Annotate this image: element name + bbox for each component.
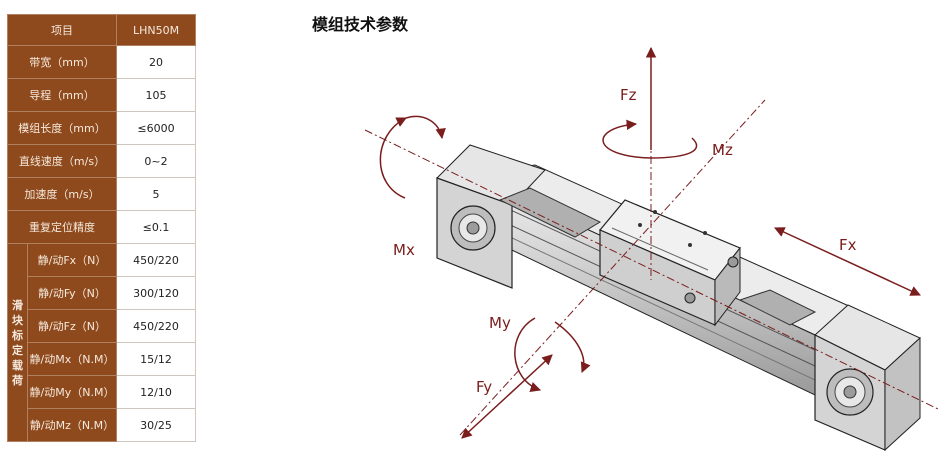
load-row: 静/动My（N.M） 12/10 bbox=[8, 375, 196, 409]
fx-label: Fx bbox=[839, 236, 857, 254]
row-value: 105 bbox=[116, 78, 196, 112]
fy-arrow bbox=[461, 354, 553, 439]
load-row: 静/动Fz（N） 450/220 bbox=[8, 309, 196, 343]
row-label: 重复定位精度 bbox=[7, 210, 117, 244]
load-label: 静/动My（N.M） bbox=[27, 375, 117, 409]
row-label: 带宽（mm） bbox=[7, 45, 117, 79]
load-value: 30/25 bbox=[116, 408, 196, 442]
my-curve bbox=[514, 317, 541, 392]
mx-label: Mx bbox=[393, 241, 415, 259]
load-label: 静/动Mx（N.M） bbox=[27, 342, 117, 376]
spec-table: 项目 LHN50M 带宽（mm） 20 导程（mm） 105 模组长度（mm） … bbox=[7, 14, 196, 442]
row-value: ≤0.1 bbox=[116, 210, 196, 244]
mx-curve bbox=[379, 117, 407, 199]
load-value: 300/120 bbox=[116, 276, 196, 310]
force-diagram: Fz Mz Fx Mx My Fy bbox=[364, 46, 941, 452]
table-row: 重复定位精度 ≤0.1 bbox=[7, 210, 196, 244]
fy-label: Fy bbox=[476, 378, 492, 396]
table-header-row: 项目 LHN50M bbox=[7, 14, 196, 46]
diagram-title: 模组技术参数 bbox=[312, 15, 409, 34]
load-label: 静/动Fx（N） bbox=[27, 243, 117, 277]
row-label: 模组长度（mm） bbox=[7, 111, 117, 145]
header-label: 项目 bbox=[7, 14, 117, 46]
load-label: 静/动Mz（N.M） bbox=[27, 408, 117, 442]
load-row: 静/动Mz（N.M） 30/25 bbox=[8, 408, 196, 442]
row-label: 加速度（m/s） bbox=[7, 177, 117, 211]
table-row: 模组长度（mm） ≤6000 bbox=[7, 111, 196, 145]
load-group-label: 滑块标定载荷 bbox=[7, 243, 28, 442]
table-row: 带宽（mm） 20 bbox=[7, 45, 196, 79]
load-label: 静/动Fz（N） bbox=[27, 309, 117, 343]
load-row: 滑块标定载荷 静/动Fx（N） 450/220 bbox=[7, 243, 196, 442]
table-row: 加速度（m/s） 5 bbox=[7, 177, 196, 211]
force-arrows bbox=[379, 46, 921, 439]
row-value: ≤6000 bbox=[116, 111, 196, 145]
mx-curve-upper bbox=[405, 115, 446, 140]
row-value: 0~2 bbox=[116, 144, 196, 178]
my-label: My bbox=[489, 314, 511, 332]
load-value: 450/220 bbox=[116, 243, 196, 277]
table-row: 导程（mm） 105 bbox=[7, 78, 196, 112]
fz-label: Fz bbox=[620, 86, 637, 104]
row-label: 直线速度（m/s） bbox=[7, 144, 117, 178]
header-value: LHN50M bbox=[116, 14, 196, 46]
row-label: 导程（mm） bbox=[7, 78, 117, 112]
load-value: 12/10 bbox=[116, 375, 196, 409]
mz-label: Mz bbox=[712, 141, 733, 159]
load-label: 静/动Fy（N） bbox=[27, 276, 117, 310]
load-row: 静/动Fy（N） 300/120 bbox=[8, 276, 196, 310]
row-value: 20 bbox=[116, 45, 196, 79]
my-curve-lower bbox=[554, 321, 591, 373]
linear-module-illustration bbox=[436, 144, 921, 452]
fx-arrow bbox=[774, 227, 921, 296]
table-row: 直线速度（m/s） 0~2 bbox=[7, 144, 196, 178]
row-value: 5 bbox=[116, 177, 196, 211]
load-row: 静/动Mx（N.M） 15/12 bbox=[8, 342, 196, 376]
load-value: 450/220 bbox=[116, 309, 196, 343]
mz-curve bbox=[602, 119, 698, 159]
load-value: 15/12 bbox=[116, 342, 196, 376]
